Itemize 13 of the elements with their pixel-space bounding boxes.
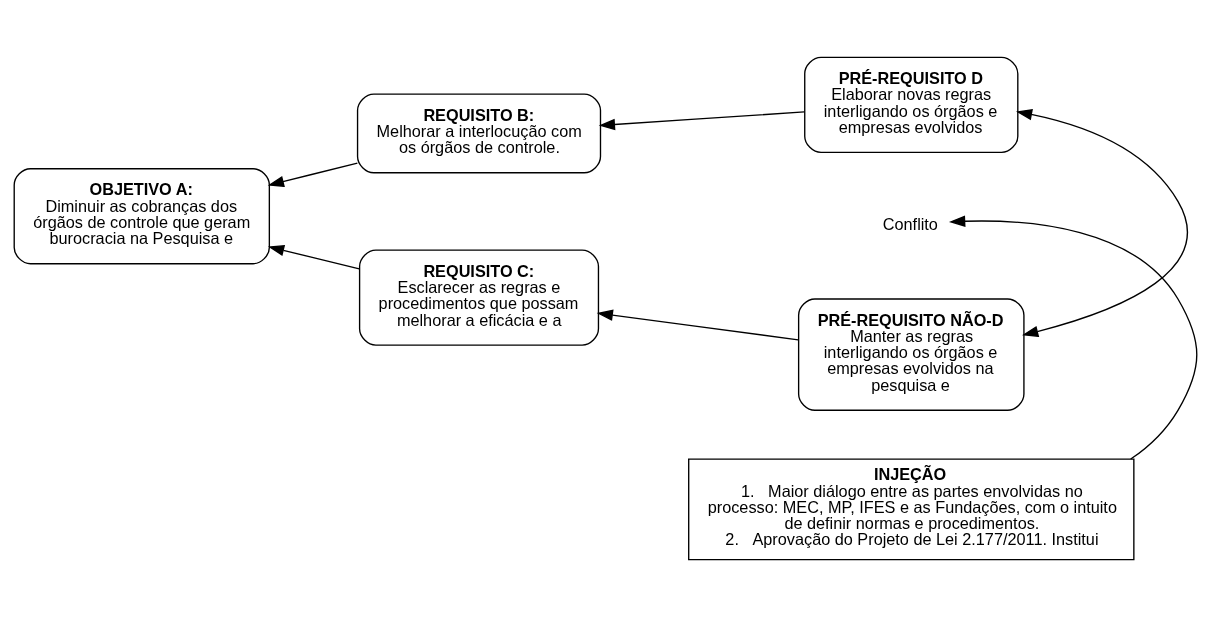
node-box: PRÉ-REQUISITO D Elaborar novas regras interligando os órgãos e empresas evolvidos [804,56,1019,154]
node-text: Conflito [882,214,938,233]
node-box: PRÉ-REQUISITO NÃO-D Manter as regras interligando os órgãos e empresas evolvidos na pesquisa e [797,298,1025,411]
node-box: REQUISITO B: Melhorar a interlocução com os órgãos de controle. [356,93,602,174]
node-box: REQUISITO C: Esclarecer as regras e procedimentos que possam melhorar a eficácia e a [358,249,600,346]
arrow [598,111,805,131]
arrow [1015,108,1189,337]
arrow [267,244,360,270]
arrow [948,215,1198,460]
arrow [596,309,799,341]
node-box: INJEÇÃO 1. Maior diálogo entre as partes envolvidas no processo: MEC, MP, IFES e as Fundações, com o intuito de definir normas e procedimentos. 2. Aprovação do Projeto de Lei 2.177/2011. Institui [688,458,1135,561]
node-box: OBJETIVO A: Diminuir as cobranças dos órgãos de controle que geram burocracia na Pesquisa e [13,168,271,265]
arrow [267,162,359,187]
